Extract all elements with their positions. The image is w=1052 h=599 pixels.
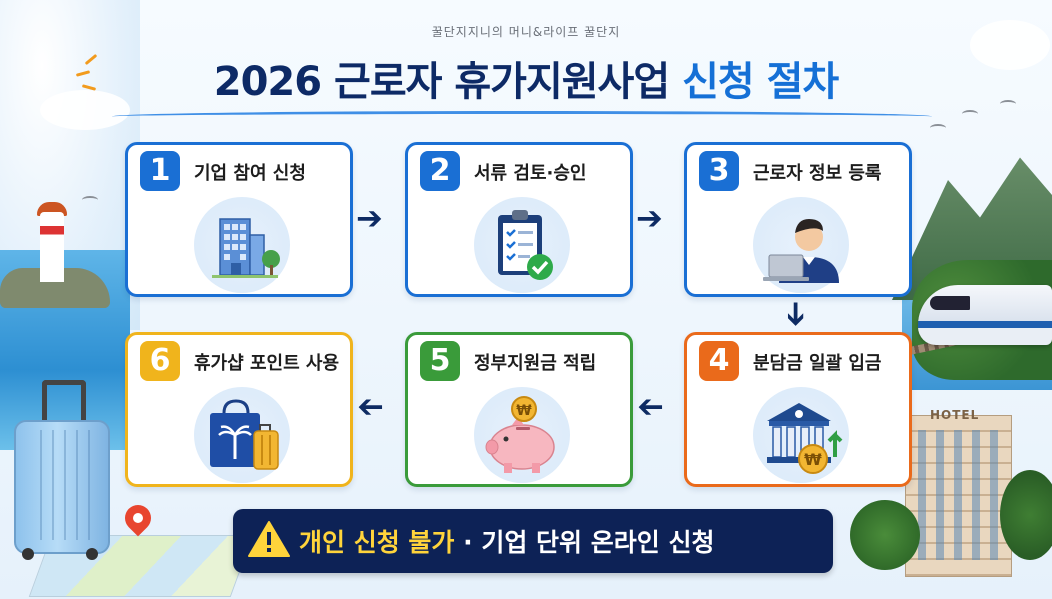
arrow-right-icon: ➔ [356, 199, 383, 237]
svg-text:₩: ₩ [516, 403, 532, 419]
arrow-left-icon: ➔ [637, 389, 664, 427]
suitcase-ribs [30, 430, 90, 540]
notice-rest: · 기업 단위 온라인 신청 [454, 528, 715, 557]
bush-icon [850, 500, 920, 570]
bird-icon [82, 196, 98, 204]
step-card-3: 3 근로자 정보 등록 [684, 142, 912, 297]
step-card-1: 1 기업 참여 신청 [125, 142, 353, 297]
step-number: 4 [699, 341, 739, 381]
notice-text: 개인 신청 불가 · 기업 단위 온라인 신청 [299, 523, 714, 559]
title-highlight: 신청 절차 [682, 59, 839, 105]
title-underline [112, 111, 932, 122]
svg-text:₩: ₩ [804, 450, 822, 469]
step-label: 기업 참여 신청 [194, 163, 306, 184]
step-icon-circle: ₩ [753, 387, 849, 483]
warning-icon [248, 521, 290, 557]
step-icon-circle [753, 197, 849, 293]
suitcase-handle [42, 380, 86, 429]
bank-coin-icon: ₩ [767, 403, 843, 474]
suitcase-wheel [86, 548, 98, 560]
office-building-icon [212, 218, 280, 278]
step-card-5: 5 정부지원금 적립 ₩ [405, 332, 633, 487]
shopping-bag-luggage-icon [210, 399, 279, 470]
notice-highlight: 개인 신청 불가 [299, 528, 455, 557]
step-label: 분담금 일괄 입금 [753, 353, 882, 374]
step-number: 5 [420, 341, 460, 381]
worker-laptop-icon [763, 219, 839, 283]
step-number: 1 [140, 151, 180, 191]
step-card-4: 4 분담금 일괄 입금 ₩ [684, 332, 912, 487]
train-icon [918, 285, 1052, 345]
arrow-right-icon: ➔ [636, 199, 663, 237]
piggy-bank-icon: ₩ [485, 396, 555, 473]
suitcase-wheel [22, 548, 34, 560]
step-icon-circle [474, 197, 570, 293]
step-card-2: 2 서류 검토·승인 [405, 142, 633, 297]
notice-banner: 개인 신청 불가 · 기업 단위 온라인 신청 [233, 509, 833, 573]
step-label: 서류 검토·승인 [474, 163, 587, 184]
lighthouse-icon [40, 212, 64, 282]
clipboard-check-icon [498, 210, 553, 280]
arrow-left-icon: ➔ [357, 389, 384, 427]
location-pin-dot [133, 513, 143, 523]
arrow-down-icon: ➔ [777, 300, 816, 328]
step-icon-circle [194, 197, 290, 293]
page-subtitle: 꿀단지지니의 머니&라이프 꿀단지 [431, 25, 621, 39]
suitcase-icon [14, 420, 110, 554]
step-number: 6 [140, 341, 180, 381]
step-label: 정부지원금 적립 [474, 353, 597, 374]
step-number: 2 [420, 151, 460, 191]
cloud-shape [970, 20, 1050, 70]
step-icon-circle [194, 387, 290, 483]
step-label: 근로자 정보 등록 [753, 163, 882, 184]
title-main: 2026 근로자 휴가지원사업 [213, 59, 683, 105]
step-icon-circle: ₩ [474, 387, 570, 483]
bird-icon [962, 110, 978, 118]
hotel-windows [912, 430, 1002, 560]
step-number: 3 [699, 151, 739, 191]
bird-icon [930, 124, 946, 132]
hotel-sign: HOTEL [930, 408, 980, 422]
train-window [930, 296, 970, 310]
cloud-shape [40, 90, 130, 130]
page-title: 2026 근로자 휴가지원사업 신청 절차 [0, 49, 1052, 107]
step-label: 휴가샵 포인트 사용 [194, 353, 340, 374]
step-card-6: 6 휴가샵 포인트 사용 [125, 332, 353, 487]
tree-icon [1000, 470, 1052, 560]
bird-icon [1000, 100, 1016, 108]
